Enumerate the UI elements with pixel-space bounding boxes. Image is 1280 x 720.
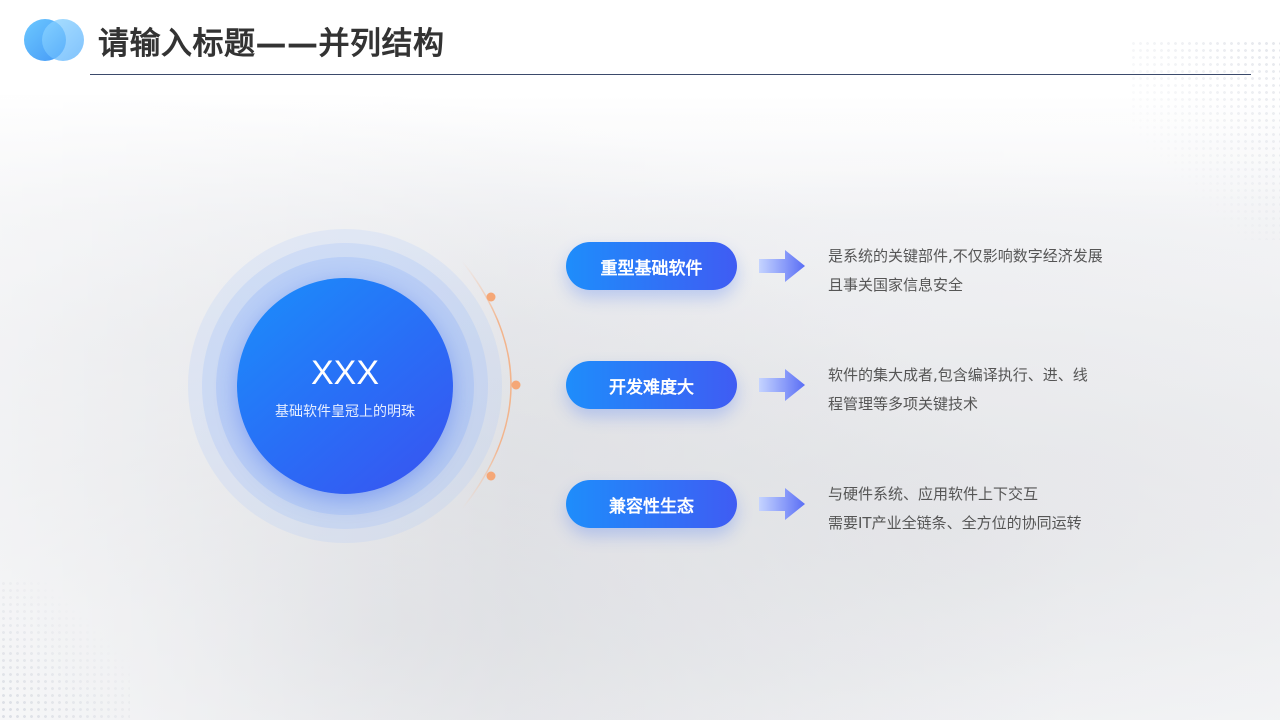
title-divider <box>90 74 1251 75</box>
item-label-pill: 兼容性生态 <box>566 480 737 528</box>
item-description-line: 且事关国家信息安全 <box>828 276 964 294</box>
arc-dot-1 <box>486 292 496 302</box>
item-description-line: 需要IT产业全链条、全方位的协同运转 <box>828 514 1082 532</box>
item-label-pill: 重型基础软件 <box>566 242 737 290</box>
core-circle: XXX 基础软件皇冠上的明珠 <box>237 278 453 494</box>
center-circle: XXX 基础软件皇冠上的明珠 <box>188 229 502 543</box>
arrow-right-icon <box>759 369 805 401</box>
arrow-right-icon <box>759 488 805 520</box>
item-description-line: 与硬件系统、应用软件上下交互 <box>828 485 1039 503</box>
logo-circles <box>24 19 86 61</box>
page-title: 请输入标题——并列结构 <box>98 26 445 62</box>
arc-dot-3 <box>486 471 496 481</box>
center-subtitle: 基础软件皇冠上的明珠 <box>275 404 415 420</box>
item-description-line: 是系统的关键部件,不仅影响数字经济发展 <box>828 247 1103 265</box>
item-description: 软件的集大成者,包含编译执行、进、线 程管理等多项关键技术 <box>828 361 1158 419</box>
item-description: 是系统的关键部件,不仅影响数字经济发展 且事关国家信息安全 <box>828 242 1158 300</box>
item-description: 与硬件系统、应用软件上下交互 需要IT产业全链条、全方位的协同运转 <box>828 480 1158 538</box>
item-description-line: 程管理等多项关键技术 <box>828 395 979 413</box>
arc-dot-2 <box>511 380 521 390</box>
center-title: XXX <box>310 354 380 392</box>
item-description-line: 软件的集大成者,包含编译执行、进、线 <box>828 366 1088 384</box>
arc-line <box>461 260 512 510</box>
logo-circle-right <box>42 19 84 61</box>
dot-pattern-top-right <box>1130 40 1280 240</box>
arrow-right-icon <box>759 250 805 282</box>
connector-arc <box>461 260 521 510</box>
item-label-pill: 开发难度大 <box>566 361 737 409</box>
dot-pattern-bottom-left <box>0 580 130 720</box>
